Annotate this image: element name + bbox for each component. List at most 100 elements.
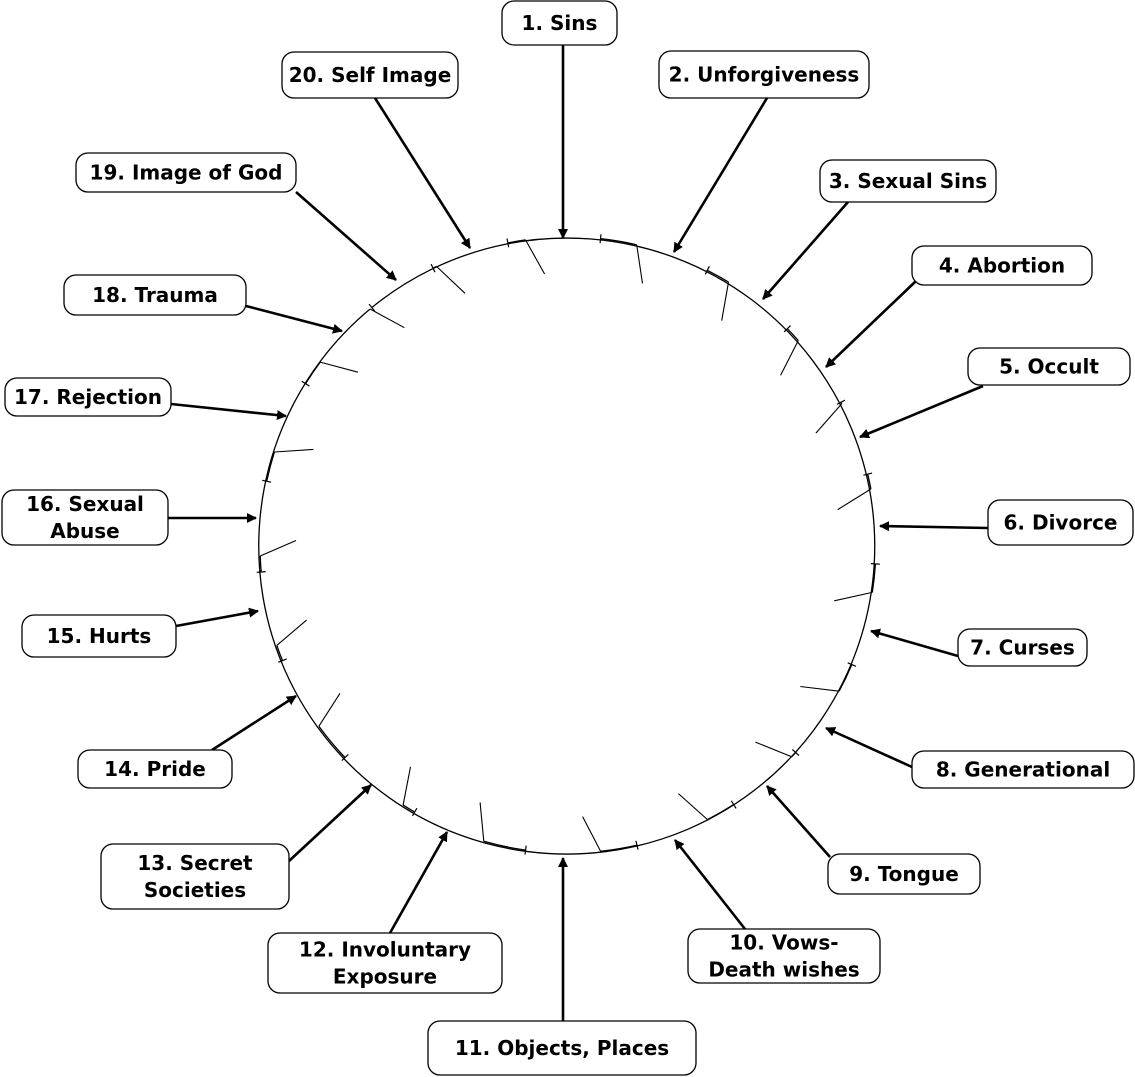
label-text-line: 1. Sins: [522, 11, 598, 35]
label-text-line: 17. Rejection: [14, 385, 162, 409]
ring-tick: [783, 325, 791, 333]
label-text-line: 10. Vows-: [729, 931, 838, 955]
ring-tick: [368, 303, 376, 312]
ring-tail-stroke: [259, 539, 297, 557]
label-box-border: [427, 1020, 697, 1076]
label-text-line: Societies: [144, 878, 246, 902]
arrow-5: [859, 384, 984, 439]
ring-arc-segment: [305, 361, 321, 385]
ring-tick: [704, 266, 710, 275]
label-box-border: [267, 932, 503, 994]
ring-arc-segment: [432, 265, 437, 269]
label-box-19: 19. Image of God: [75, 152, 297, 193]
label-box-border: [658, 50, 870, 99]
ring-tail-stroke: [369, 308, 405, 329]
label-box-20: 20. Self Image: [281, 51, 459, 99]
label-box-border: [827, 853, 981, 895]
label-text-line: 12. Involuntary: [299, 938, 471, 962]
ring-tick: [599, 234, 602, 244]
label-box-9: 9. Tongue: [827, 853, 981, 895]
ring-tail-stroke: [320, 361, 359, 373]
label-box-border: [77, 749, 233, 789]
label-box-border: [911, 750, 1135, 789]
label-text-line: 5. Occult: [999, 355, 1099, 379]
label-box-border: [967, 347, 1131, 386]
ring-tail-stroke: [837, 488, 872, 511]
label-text-line: 2. Unforgiveness: [669, 63, 860, 87]
ring-tail-stroke: [815, 403, 843, 434]
ring-tail-stroke: [582, 816, 602, 852]
ring-tick: [847, 662, 857, 667]
label-text-line: Exposure: [333, 965, 437, 989]
arrow-10: [673, 839, 747, 930]
label-box-1: 1. Sins: [501, 0, 618, 46]
ring-tail-stroke: [402, 766, 412, 806]
label-box-2: 2. Unforgiveness: [658, 50, 870, 99]
label-text-line: 6. Divorce: [1004, 511, 1118, 535]
label-box-border: [687, 928, 881, 984]
arrow-2: [672, 97, 769, 253]
arrows-layer: [168, 45, 989, 1021]
ring-arc-segment: [600, 844, 638, 852]
arrow-8: [825, 726, 913, 769]
label-text-line: 8. Generational: [936, 758, 1110, 782]
label-box-border: [4, 377, 172, 417]
arrow-12: [388, 831, 449, 934]
label-text-line: Abuse: [50, 519, 120, 543]
label-text-line: 18. Trauma: [92, 283, 218, 307]
label-box-border: [281, 51, 459, 99]
label-box-4: 4. Abortion: [911, 245, 1093, 286]
ring-tail-stroke: [636, 244, 644, 284]
label-box-border: [21, 614, 177, 658]
ring-tick: [341, 753, 349, 762]
label-box-15: 15. Hurts: [21, 614, 177, 658]
label-box-7: 7. Curses: [957, 628, 1088, 667]
ring-tail-stroke: [479, 802, 485, 842]
label-box-border: [501, 0, 618, 46]
label-text-line: Death wishes: [708, 958, 859, 982]
ring-arc-segment: [483, 840, 526, 851]
label-box-17: 17. Rejection: [4, 377, 172, 417]
segmented-circle: [256, 234, 880, 855]
label-text-line: 14. Pride: [104, 757, 206, 781]
label-box-border: [1, 489, 169, 546]
label-box-5: 5. Occult: [967, 347, 1131, 386]
ring-tick: [411, 807, 418, 817]
ring-arc-segment: [318, 725, 346, 758]
label-box-border: [100, 843, 290, 910]
label-text-line: 16. Sexual: [26, 492, 144, 516]
arrow-7: [870, 628, 959, 658]
label-box-border: [911, 245, 1093, 286]
label-box-border: [75, 152, 297, 193]
arrow-9: [766, 785, 831, 858]
ring-arc-segment: [259, 555, 262, 572]
label-box-border: [63, 274, 247, 316]
ring-tick: [256, 571, 266, 573]
label-text-line: 9. Tongue: [849, 862, 959, 886]
ring-arc-segment: [266, 451, 276, 482]
ring-tail-stroke: [525, 239, 546, 275]
label-text-line: 15. Hurts: [47, 624, 152, 648]
ring-tick: [524, 845, 527, 855]
ring-tail-stroke: [318, 693, 341, 727]
arrow-20: [373, 97, 472, 249]
label-box-border: [819, 159, 997, 203]
ring-arc-segment: [600, 238, 637, 246]
ring-tail-stroke: [274, 448, 314, 453]
ring-tail-stroke: [436, 266, 466, 294]
label-text-line: 4. Abortion: [939, 254, 1065, 278]
ring-tick: [863, 472, 873, 476]
ring-tail-stroke: [721, 282, 730, 321]
label-text-line: 7. Curses: [970, 636, 1075, 660]
ring-tick: [635, 840, 639, 850]
label-text-line: 20. Self Image: [289, 63, 452, 87]
ring-tail-stroke: [834, 591, 873, 602]
label-box-border: [957, 628, 1088, 667]
label-box-8: 8. Generational: [911, 750, 1135, 789]
arrow-3: [762, 201, 849, 300]
